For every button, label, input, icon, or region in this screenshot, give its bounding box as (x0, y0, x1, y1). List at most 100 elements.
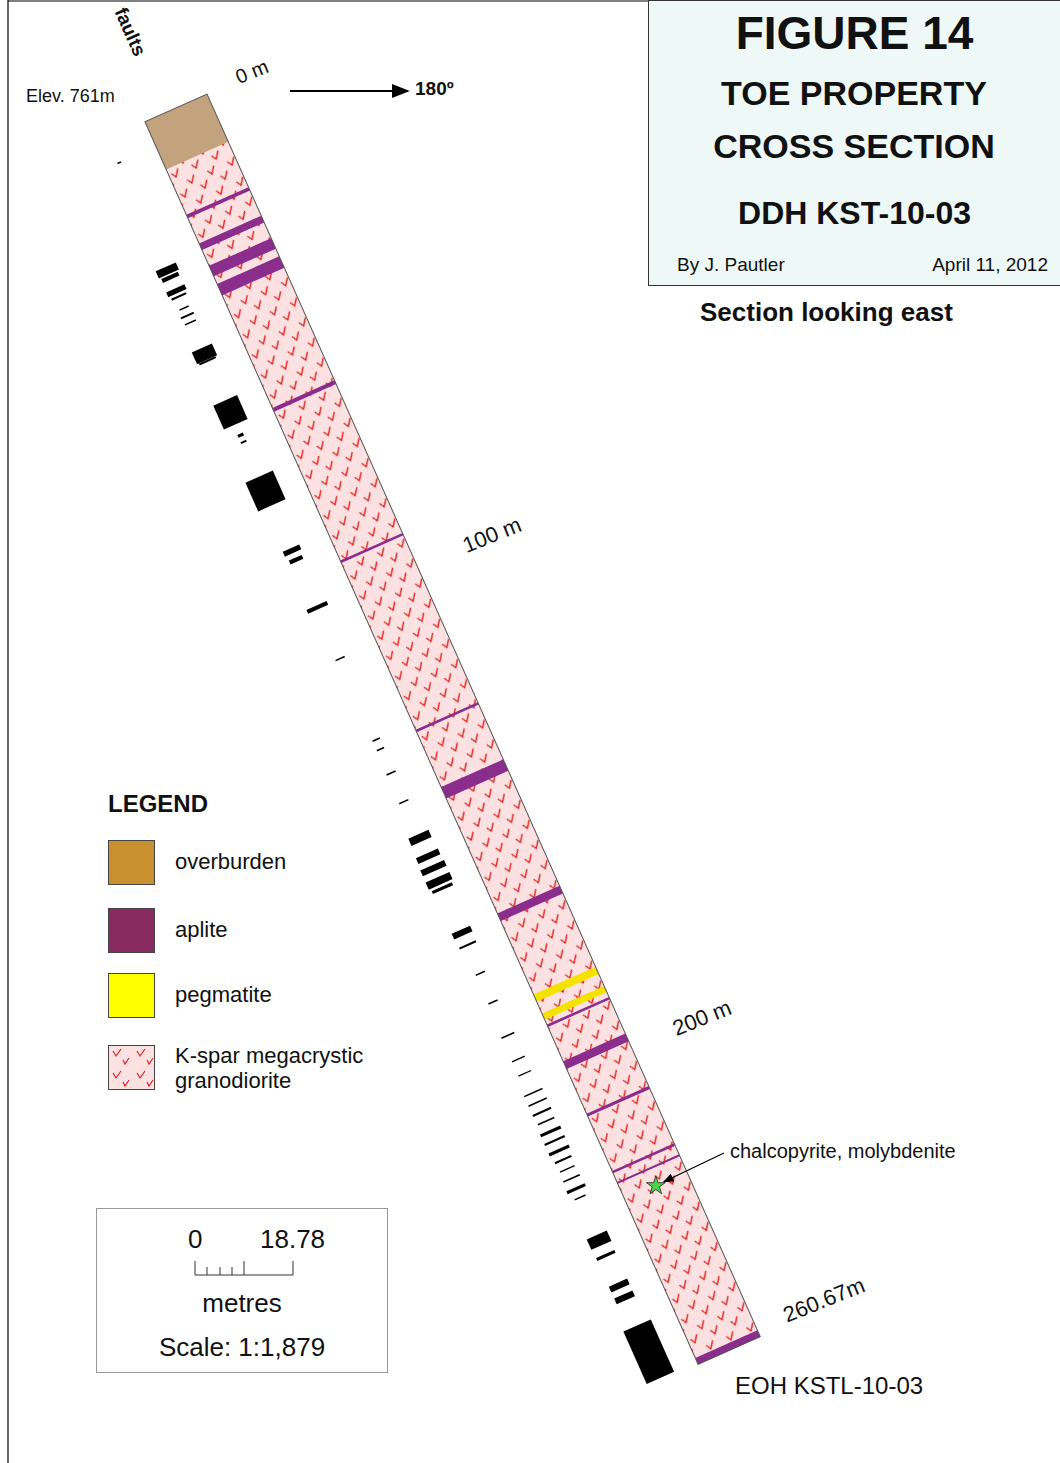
fault-mark (372, 737, 380, 742)
fault-mark (171, 292, 186, 300)
scale-bar (195, 1261, 293, 1275)
fault-mark (213, 395, 247, 429)
fault-mark (528, 1097, 547, 1107)
title-block: TOE PROPERTY CROSS SECTION DDH KST-10-03B… (648, 0, 1060, 286)
section-label: 260.67m (780, 1272, 869, 1328)
fault-mark (538, 1117, 555, 1126)
section-label: 200 m (669, 995, 735, 1041)
fault-mark (452, 926, 473, 940)
fault-mark (555, 1155, 572, 1164)
fault-mark (179, 305, 189, 310)
fault-mark (587, 1230, 612, 1249)
fault-mark (623, 1319, 674, 1384)
figure-title: FIGURE 14 (649, 7, 1060, 60)
frame-line (7, 0, 8, 1463)
fault-mark (563, 1174, 580, 1183)
legend-swatch (108, 908, 155, 953)
dyke-interval (441, 759, 508, 798)
node-text: 18.78 (260, 1225, 325, 1255)
fault-mark (544, 1135, 565, 1146)
fault-mark (289, 555, 303, 565)
fault-mark (560, 1165, 575, 1173)
dyke-interval (587, 1086, 650, 1117)
fault-mark (237, 433, 244, 438)
scale-box: 0 18.78 metresScale: 1:1,879 (96, 1208, 388, 1373)
overburden-interval (145, 94, 228, 169)
fault-mark (199, 356, 216, 365)
fault-mark (548, 1145, 569, 1157)
fault-mark (609, 1279, 630, 1293)
swatch-texture (109, 1046, 154, 1089)
fault-mark (574, 1194, 586, 1200)
mineral-occurrence-star (646, 1176, 665, 1194)
node-text: Scale: 1:1,879 (97, 1333, 387, 1363)
legend-swatch (108, 1045, 155, 1090)
legend-text: overburden (175, 849, 286, 874)
legend-text: K-spar megacrystic granodiorite (175, 1043, 420, 1094)
section-label: EOH KSTL-10-03 (735, 1372, 923, 1400)
node-text: DDH KST-10-03 (649, 195, 1060, 232)
fault-mark (306, 601, 328, 614)
section-label: 0 m (232, 55, 272, 89)
section-label: faults (110, 4, 151, 59)
fault-mark (459, 940, 476, 949)
node-text: 0 (188, 1225, 202, 1255)
fault-mark (532, 1107, 551, 1117)
fault-mark (181, 312, 195, 320)
fault-mark (117, 161, 121, 164)
leader-line (664, 1153, 724, 1182)
fault-mark (475, 971, 485, 976)
legend-text: pegmatite (175, 982, 272, 1007)
section-label: chalcopyrite, molybdenite (730, 1140, 956, 1163)
node-text: April 11, 2012 (932, 254, 1048, 276)
legend-text: aplite (175, 917, 228, 942)
fault-mark (488, 999, 498, 1004)
fault-mark (540, 1126, 561, 1138)
section-label: 100 m (459, 512, 525, 558)
node-text: metres (97, 1289, 387, 1319)
dyke-interval (547, 997, 610, 1027)
fault-mark (240, 440, 246, 444)
section-label: 180º (415, 78, 454, 100)
dyke-interval (340, 533, 403, 563)
fault-mark (518, 1070, 531, 1077)
fault-mark (386, 770, 396, 775)
dyke-interval (186, 187, 250, 218)
section-label: LEGEND (108, 790, 208, 818)
fault-mark (185, 319, 197, 325)
dyke-interval (617, 1154, 680, 1184)
fault-mark (420, 860, 446, 876)
fault-mark (512, 1056, 525, 1063)
dyke-interval (497, 886, 563, 921)
fault-mark (161, 272, 179, 283)
legend-swatch (108, 840, 155, 885)
node-text: TOE PROPERTY CROSS SECTION (684, 67, 1024, 172)
section-label: Section looking east (700, 298, 953, 328)
fault-mark (596, 1250, 616, 1261)
dyke-interval (217, 256, 284, 295)
dyke-interval (612, 1143, 675, 1173)
fault-mark (245, 471, 285, 512)
fault-mark (614, 1290, 635, 1304)
dyke-interval (563, 1034, 629, 1069)
fault-mark (408, 830, 431, 846)
section-label: Elev. 761m (26, 86, 115, 107)
fault-mark (566, 1183, 586, 1194)
fault-mark (432, 882, 453, 894)
legend-swatch (108, 973, 155, 1018)
dyke-interval (199, 216, 264, 250)
fault-mark (524, 1088, 543, 1098)
direction-arrow (290, 90, 408, 92)
fault-mark (501, 1032, 514, 1039)
fault-mark (399, 799, 409, 804)
fault-mark (416, 849, 440, 864)
frame-line (8, 0, 648, 1)
dyke-interval (416, 702, 479, 732)
fault-mark (377, 747, 385, 752)
node-text: By J. Pautler (677, 254, 785, 276)
fault-mark (283, 545, 302, 557)
drill-hole (95, 94, 761, 1387)
dyke-interval (272, 380, 336, 411)
dyke-interval (695, 1330, 760, 1364)
